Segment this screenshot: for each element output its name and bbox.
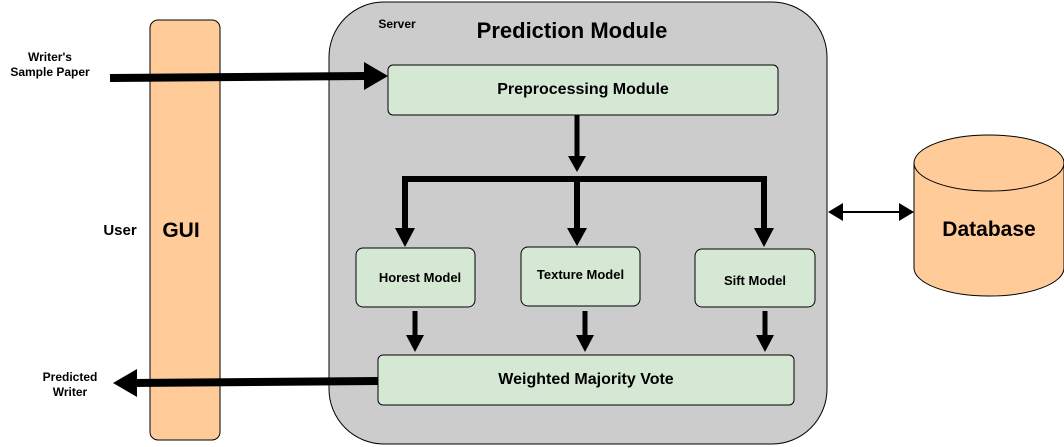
sample-paper-label-line1: Writer's bbox=[28, 50, 72, 64]
sample-paper-label: Writer's Sample Paper bbox=[0, 50, 100, 80]
user-label: User bbox=[103, 222, 137, 239]
database-label: Database bbox=[942, 218, 1036, 241]
preprocessing-module-label: Preprocessing Module bbox=[497, 81, 669, 98]
sift-model-label: Sift Model bbox=[723, 272, 787, 288]
output-arrow bbox=[113, 369, 379, 397]
branch-arrow-texture bbox=[567, 179, 587, 246]
database-link-arrow bbox=[828, 203, 914, 221]
vote-box bbox=[377, 354, 795, 406]
horest-to-vote-arrow bbox=[406, 311, 424, 352]
sift-model-box bbox=[694, 248, 816, 308]
preprocessing-box bbox=[387, 64, 779, 116]
predicted-writer-label-line2: Writer bbox=[52, 385, 88, 399]
sample-paper-label-line2: Sample Paper bbox=[10, 65, 90, 79]
predicted-writer-label-line1: Predicted bbox=[42, 370, 98, 384]
texture-model-box bbox=[520, 246, 641, 307]
horest-model-label: Horest Model bbox=[378, 270, 462, 285]
gui-bar bbox=[149, 19, 221, 441]
horest-model-box bbox=[355, 247, 476, 308]
prediction-module-title: Prediction Module bbox=[476, 18, 668, 43]
input-arrow bbox=[109, 62, 388, 90]
texture-model-label: Texture Model bbox=[536, 267, 625, 282]
texture-to-vote-arrow bbox=[576, 311, 594, 352]
predicted-writer-label: Predicted Writer bbox=[20, 370, 120, 400]
weighted-majority-vote-label: Weighted Majority Vote bbox=[498, 371, 674, 388]
database-cylinder bbox=[913, 134, 1064, 297]
branch-arrow-horest bbox=[395, 179, 415, 247]
sift-to-vote-arrow bbox=[756, 311, 774, 352]
gui-title: GUI bbox=[162, 219, 200, 242]
server-label: Server bbox=[378, 17, 416, 31]
preprocessing-down-arrow bbox=[568, 115, 586, 172]
branch-arrow-sift bbox=[754, 179, 774, 247]
